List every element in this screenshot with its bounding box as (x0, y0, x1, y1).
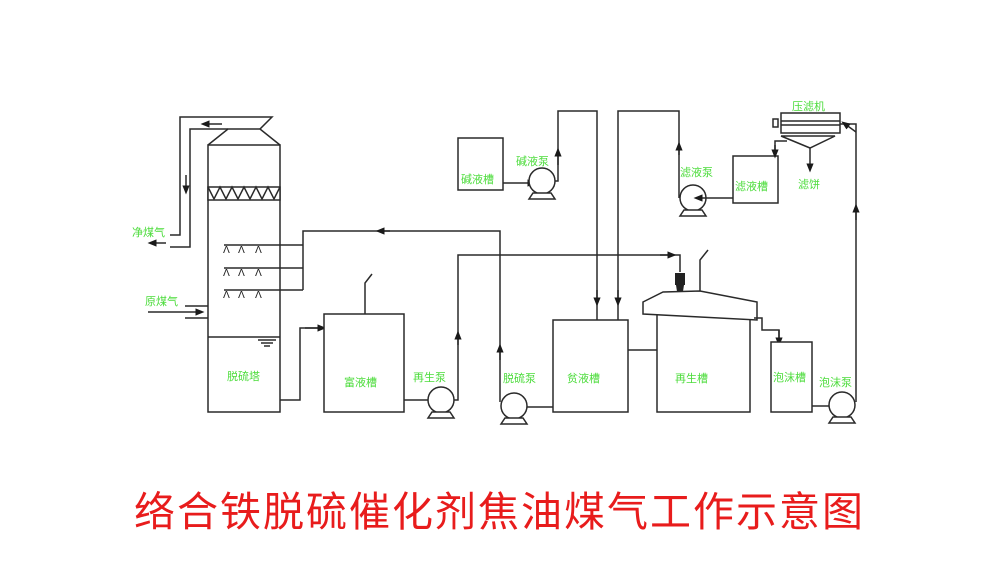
label-desulfurization-pump: 脱硫泵 (503, 371, 536, 385)
filtrate-tank (732, 155, 779, 204)
alkali-tank (457, 137, 504, 191)
svg-text:Λ: Λ (255, 245, 262, 256)
svg-text:Λ: Λ (255, 290, 262, 301)
label-filter-press: 压滤机 (792, 99, 825, 113)
diagram-title: 络合铁脱硫催化剂焦油煤气工作示意图 (134, 488, 865, 536)
filter-press (771, 112, 841, 173)
label-foam-pump: 泡沫泵 (819, 375, 852, 389)
label-regeneration-pump: 再生泵 (413, 370, 446, 384)
label-rich-liquid-tank: 富液槽 (344, 375, 377, 389)
label-foam-tank: 泡沫槽 (773, 370, 806, 384)
rich-tank-vent (364, 273, 373, 314)
raw-gas-pipe (148, 305, 208, 319)
svg-text:Λ: Λ (238, 268, 245, 279)
regeneration-pump (404, 251, 681, 419)
rich-liquid-tank (323, 313, 405, 413)
svg-text:Λ: Λ (238, 290, 245, 301)
label-alkali-tank: 碱液槽 (461, 172, 494, 186)
svg-text:Λ: Λ (223, 290, 230, 301)
label-desulfurization-tower: 脱硫塔 (227, 369, 260, 383)
desulfurization-pump (496, 343, 553, 425)
svg-text:Λ: Λ (223, 268, 230, 279)
lean-liquid-tank (552, 319, 629, 413)
label-filtrate-tank: 滤液槽 (735, 179, 768, 193)
clean-gas-pipe (147, 116, 274, 248)
label-clean-gas: 净煤气 (132, 225, 165, 239)
alkali-pump (503, 110, 601, 320)
svg-text:Λ: Λ (238, 245, 245, 256)
lean-liquid-header-pipe (302, 230, 501, 402)
svg-text:Λ: Λ (255, 268, 262, 279)
tower-to-rich-tank-pipe (280, 327, 318, 401)
svg-text:Λ: Λ (223, 245, 230, 256)
label-regeneration-tank: 再生槽 (675, 371, 708, 385)
foam-pump (812, 391, 857, 424)
label-filter-cake: 滤饼 (798, 177, 820, 191)
label-raw-gas: 原煤气 (145, 294, 178, 308)
label-filtrate-pump: 滤液泵 (680, 165, 713, 179)
regeneration-tank (642, 249, 783, 413)
foam-tank (770, 341, 813, 413)
filtrate-return-pipe (614, 110, 683, 320)
filtrate-pump (678, 184, 733, 217)
label-lean-liquid-tank: 贫液槽 (567, 371, 600, 385)
label-alkali-pump: 碱液泵 (516, 154, 549, 168)
foam-to-press-pipe (840, 123, 857, 402)
